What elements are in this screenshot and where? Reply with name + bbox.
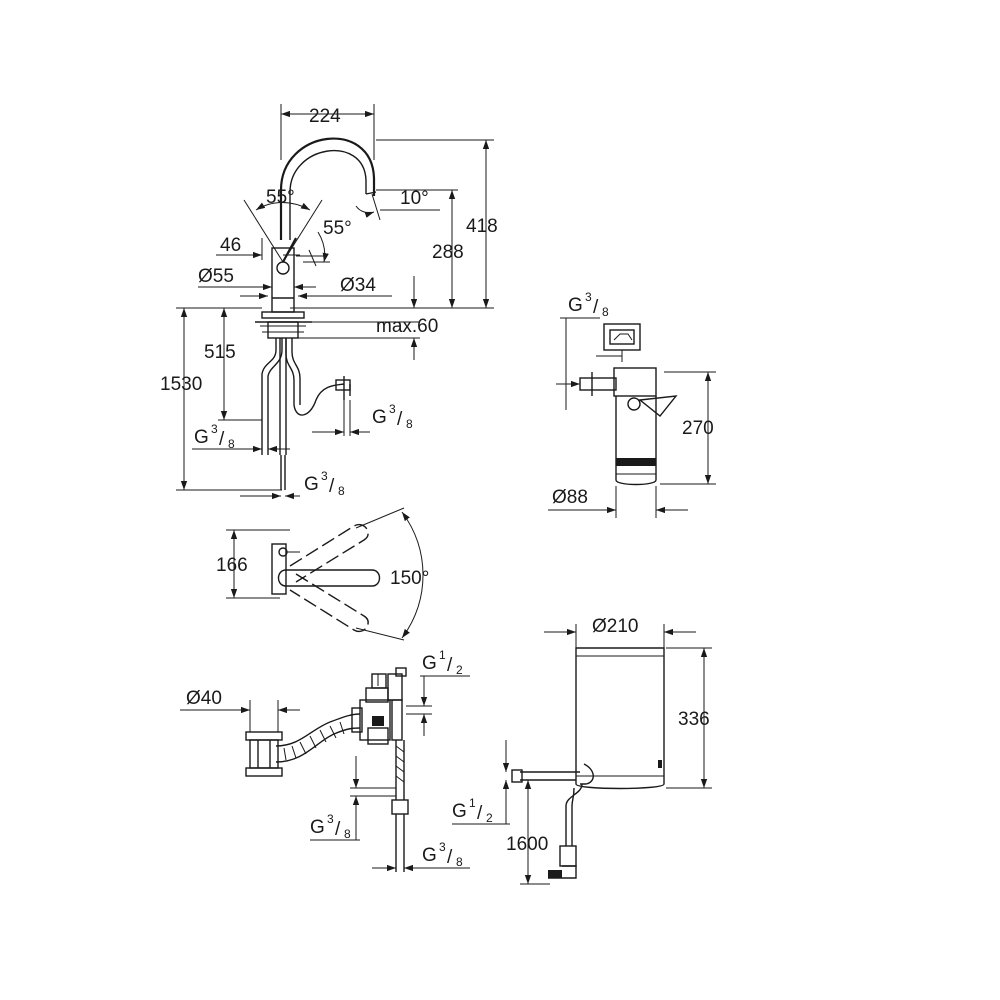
svg-text:3: 3 [327, 812, 334, 826]
boiler-conn-label: G 1 / 2 [452, 796, 493, 825]
svg-text:8: 8 [456, 855, 463, 869]
valve-conn-right-label: G 3 / 8 [422, 840, 463, 869]
svg-text:8: 8 [344, 827, 351, 841]
svg-text:/: / [397, 409, 403, 430]
svg-text:3: 3 [211, 422, 218, 436]
svg-text:8: 8 [338, 484, 345, 498]
svg-text:/: / [329, 476, 335, 497]
filter-conn-label: G 3 / 8 [568, 290, 609, 319]
swivel-angle-label: 150° [390, 568, 429, 589]
boiler-diameter-label: Ø210 [592, 616, 638, 637]
faucet-side-view: 224 418 288 10° 55° 55° 46 Ø55 Ø34 [160, 104, 498, 500]
svg-text:G: G [452, 801, 467, 822]
svg-text:1: 1 [439, 648, 446, 662]
svg-text:8: 8 [406, 417, 413, 431]
svg-text:/: / [219, 429, 225, 450]
dim-hose-length: 1530 [160, 374, 202, 395]
filter-unit: G 3 / 8 270 Ø88 [548, 290, 716, 518]
svg-text:G: G [422, 653, 437, 674]
valve-conn-top-label: G 1 / 2 [422, 648, 463, 677]
boiler-unit: Ø210 336 G 1 / 2 1600 [452, 616, 712, 885]
svg-text:G: G [310, 817, 325, 838]
boiler-tank [575, 647, 665, 790]
svg-text:3: 3 [585, 290, 592, 304]
faucet-spout [279, 137, 376, 240]
dim-handle-angle-top: 55° [266, 187, 295, 208]
svg-text:/: / [593, 297, 599, 318]
faucet-top-view: 166 150° [216, 507, 429, 641]
dim-total-height: 418 [466, 216, 498, 237]
valve-assembly: Ø40 G 1 / 2 G 3 / 8 G 3 [180, 648, 470, 872]
svg-text:2: 2 [456, 663, 463, 677]
svg-text:3: 3 [321, 469, 328, 483]
svg-text:2: 2 [486, 811, 493, 825]
faucet-base [261, 311, 305, 319]
cable-length-label: 1600 [506, 834, 548, 855]
filter-cartridge [615, 396, 657, 486]
svg-text:G: G [372, 407, 387, 428]
dim-spout-height: 288 [432, 242, 464, 263]
filter-clamp [638, 395, 678, 417]
dim-deck-max: max.60 [376, 316, 438, 337]
dim-handle-angle-side: 55° [323, 218, 352, 239]
svg-text:G: G [568, 295, 583, 316]
conn-label-hose-right: G 3 / 8 [372, 402, 413, 431]
boiler-height-label: 336 [678, 709, 710, 730]
svg-text:/: / [447, 847, 453, 868]
svg-text:8: 8 [602, 305, 609, 319]
valve-conn-left-label: G 3 / 8 [310, 812, 351, 841]
svg-text:1: 1 [469, 796, 476, 810]
valve-body [359, 699, 391, 741]
pipe-diameter-label: Ø40 [186, 688, 222, 709]
dim-hole-diameter: Ø34 [340, 275, 376, 296]
svg-text:/: / [447, 655, 453, 676]
svg-text:G: G [304, 474, 319, 495]
conn-label-hose-left: G 3 / 8 [194, 422, 235, 451]
svg-text:G: G [194, 427, 209, 448]
dim-spout-reach: 224 [309, 106, 341, 127]
filter-height-label: 270 [682, 418, 714, 439]
conn-label-hose-bottom: G 3 / 8 [304, 469, 345, 498]
svg-text:G: G [422, 845, 437, 866]
dim-base-diameter: Ø55 [198, 266, 234, 287]
dim-handle-offset: 46 [220, 235, 241, 256]
svg-text:3: 3 [439, 840, 446, 854]
faucet-body [271, 247, 295, 313]
svg-text:8: 8 [228, 437, 235, 451]
spout-top-outline [277, 569, 381, 587]
handle-pivot [276, 261, 290, 275]
svg-text:/: / [477, 803, 483, 824]
svg-text:/: / [335, 819, 341, 840]
svg-text:3: 3 [389, 402, 396, 416]
top-depth-label: 166 [216, 555, 248, 576]
filter-head [613, 367, 657, 397]
filter-diameter-label: Ø88 [552, 487, 588, 508]
dim-spout-tilt: 10° [400, 188, 429, 209]
dim-hose-515: 515 [204, 342, 236, 363]
